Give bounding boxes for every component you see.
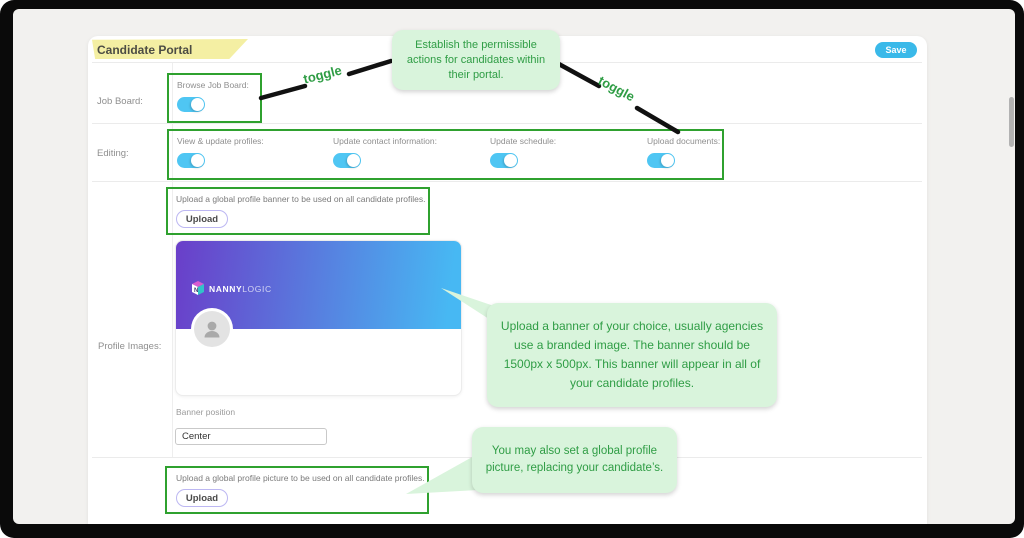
scrollbar-thumb[interactable]: [1009, 97, 1014, 147]
profile-images-row-label: Profile Images:: [98, 341, 162, 352]
banner-preview: N NANNYLOGIC: [175, 240, 462, 396]
profile-avatar-placeholder: [194, 311, 230, 347]
upload-documents-label: Upload documents:: [647, 136, 721, 146]
update-contact-info-label: Update contact information:: [333, 136, 437, 146]
update-schedule-label: Update schedule:: [490, 136, 557, 146]
browse-job-board-label: Browse Job Board:: [177, 80, 249, 90]
job-board-row-label: Job Board:: [97, 96, 143, 107]
view-update-profiles-toggle[interactable]: [177, 153, 205, 168]
annotation-box-banner-upload: [166, 187, 430, 235]
picture-upload-instruction: Upload a global profile picture to be us…: [176, 473, 425, 483]
label-column-divider: [172, 63, 173, 457]
browse-job-board-toggle[interactable]: [177, 97, 205, 112]
update-schedule-toggle[interactable]: [490, 153, 518, 168]
banner-position-label: Banner position: [176, 407, 236, 417]
annotation-bubble-permissions: Establish the permissible actions for ca…: [392, 30, 560, 90]
banner-position-input[interactable]: Center: [175, 428, 327, 445]
logo-text-light: LOGIC: [242, 284, 272, 294]
banner-upload-button[interactable]: Upload: [176, 210, 228, 228]
svg-text:N: N: [194, 288, 198, 294]
annotation-box-editing: [167, 129, 724, 180]
page-title: Candidate Portal: [97, 43, 193, 57]
title-highlight: [92, 39, 248, 59]
picture-upload-button[interactable]: Upload: [176, 489, 228, 507]
logo-text-bold: NANNY: [209, 284, 243, 294]
update-contact-info-toggle[interactable]: [333, 153, 361, 168]
logo-cube-icon: N: [192, 281, 204, 295]
person-icon: [204, 321, 220, 338]
nannylogic-logo: N NANNYLOGIC: [191, 279, 272, 297]
annotation-bubble-banner: Upload a banner of your choice, usually …: [487, 303, 777, 407]
annotation-bubble-picture: You may also set a global profile pictur…: [472, 427, 677, 493]
divider: [92, 181, 922, 182]
save-button[interactable]: Save: [875, 42, 917, 58]
banner-upload-instruction: Upload a global profile banner to be use…: [176, 194, 426, 204]
divider: [92, 123, 922, 124]
view-update-profiles-label: View & update profiles:: [177, 136, 264, 146]
upload-documents-toggle[interactable]: [647, 153, 675, 168]
editing-row-label: Editing:: [97, 148, 129, 159]
